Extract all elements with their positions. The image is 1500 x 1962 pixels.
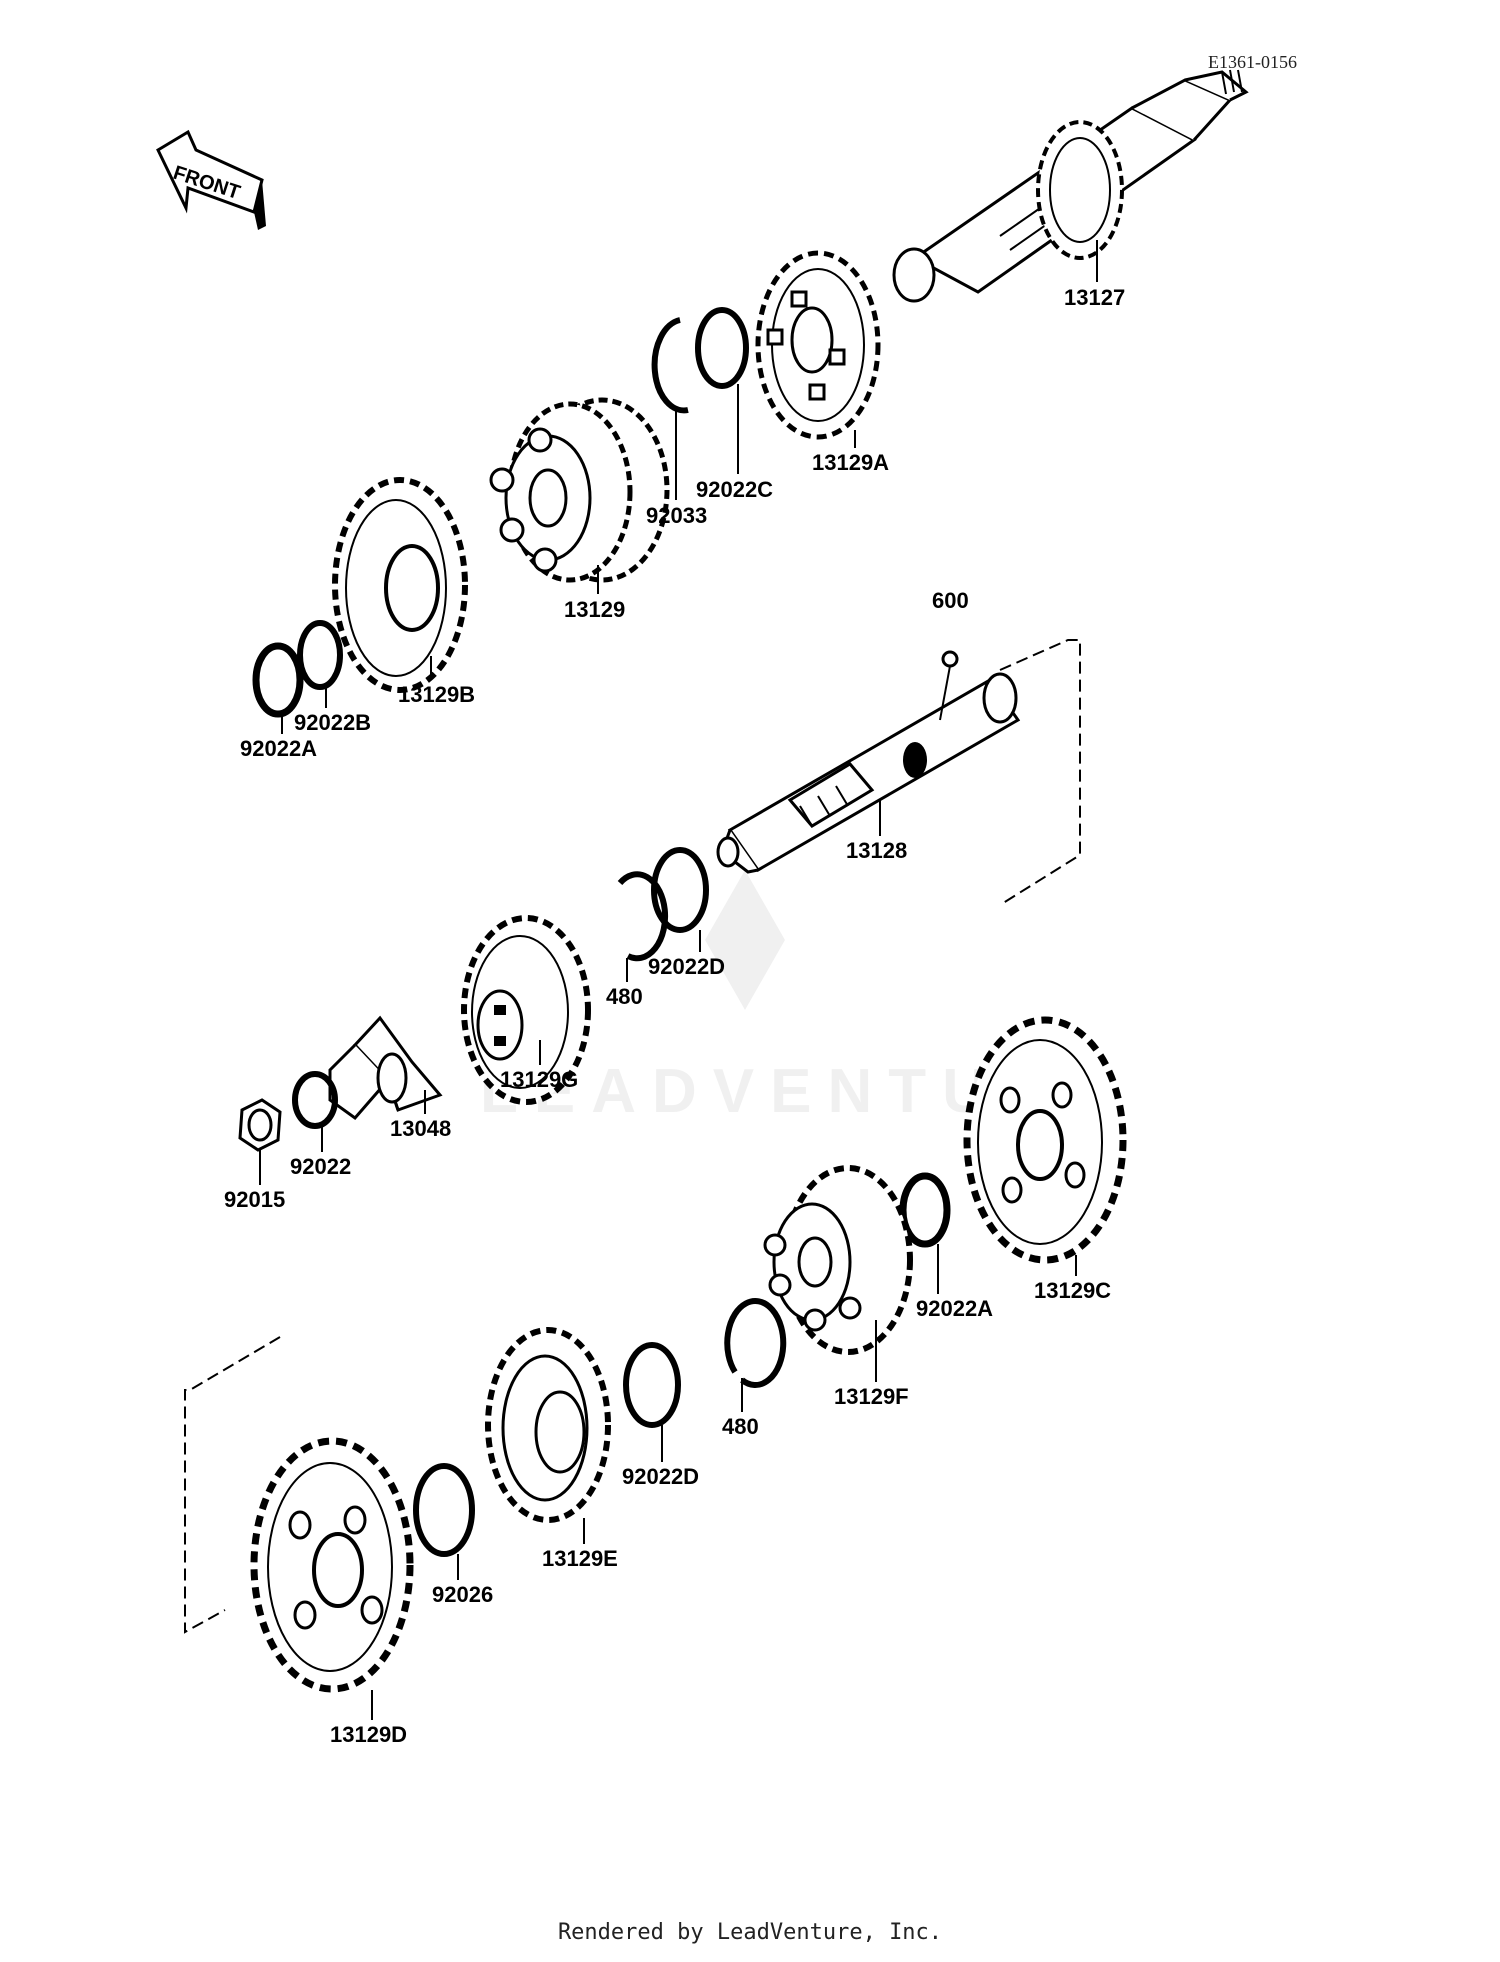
label-480-low: 480: [722, 1414, 759, 1439]
label-92015: 92015: [224, 1187, 285, 1212]
nut-92015: [238, 1098, 282, 1152]
label-13129F: 13129F: [834, 1384, 909, 1409]
label-13129: 13129: [564, 597, 625, 622]
label-92022C: 92022C: [696, 477, 773, 502]
label-13129A: 13129A: [812, 450, 889, 475]
label-13127: 13127: [1064, 285, 1125, 310]
circlip-480-mid: [617, 871, 669, 962]
gear-13129F: [763, 1165, 913, 1355]
label-92022D-low: 92022D: [622, 1464, 699, 1489]
gear-13129B: [332, 477, 468, 693]
label-92022A-low: 92022A: [916, 1296, 993, 1321]
washer-92022D-mid: [651, 847, 709, 933]
bracket-lower: [184, 1336, 281, 1634]
part-labels: 13127 13129A 92022C 92033 13129 13129B 9…: [224, 285, 1125, 1747]
label-92026: 92026: [432, 1582, 493, 1607]
label-13129C: 13129C: [1034, 1278, 1111, 1303]
footer-credit: Rendered by LeadVenture, Inc.: [557, 1920, 943, 1945]
washer-92022: [292, 1071, 338, 1129]
label-92022: 92022: [290, 1154, 351, 1179]
label-92022A-top: 92022A: [240, 736, 317, 761]
front-arrow-icon: FRONT: [156, 129, 266, 230]
label-13129B: 13129B: [398, 682, 475, 707]
gear-13129: [489, 397, 670, 583]
gear-13129G: [461, 915, 591, 1105]
washer-92026: [413, 1463, 475, 1557]
circlip-92033: [651, 317, 689, 414]
label-13129E: 13129E: [542, 1546, 618, 1571]
label-480-mid: 480: [606, 984, 643, 1009]
leader-lines: [259, 240, 1098, 1720]
label-13129D: 13129D: [330, 1722, 407, 1747]
washer-92022C: [695, 307, 749, 389]
washer-92022A-low: [899, 1172, 951, 1248]
gear-13129D: [250, 1437, 414, 1693]
gear-13129E: [485, 1327, 611, 1523]
gear-13129C: [963, 1016, 1127, 1264]
gear-integral-13127: [1036, 120, 1124, 260]
cam-13048: [328, 1015, 443, 1121]
washer-92022B: [297, 620, 343, 690]
label-92022B: 92022B: [294, 710, 371, 735]
label-92033: 92033: [646, 503, 707, 528]
pin-600: [939, 650, 959, 721]
circlip-480-low: [724, 1298, 787, 1388]
label-13048: 13048: [390, 1116, 451, 1141]
washer-92022D-low: [623, 1342, 681, 1428]
label-600: 600: [932, 588, 969, 613]
label-92022D-mid: 92022D: [648, 954, 725, 979]
diagram-id: E1361-0156: [1208, 52, 1297, 72]
bracket-13128: [999, 639, 1081, 906]
shaft-13128: [716, 672, 1021, 874]
gear-13129A: [755, 250, 881, 440]
label-13129G: 13129G: [500, 1067, 578, 1092]
washer-92022A-top: [252, 642, 304, 718]
label-13128: 13128: [846, 838, 907, 863]
